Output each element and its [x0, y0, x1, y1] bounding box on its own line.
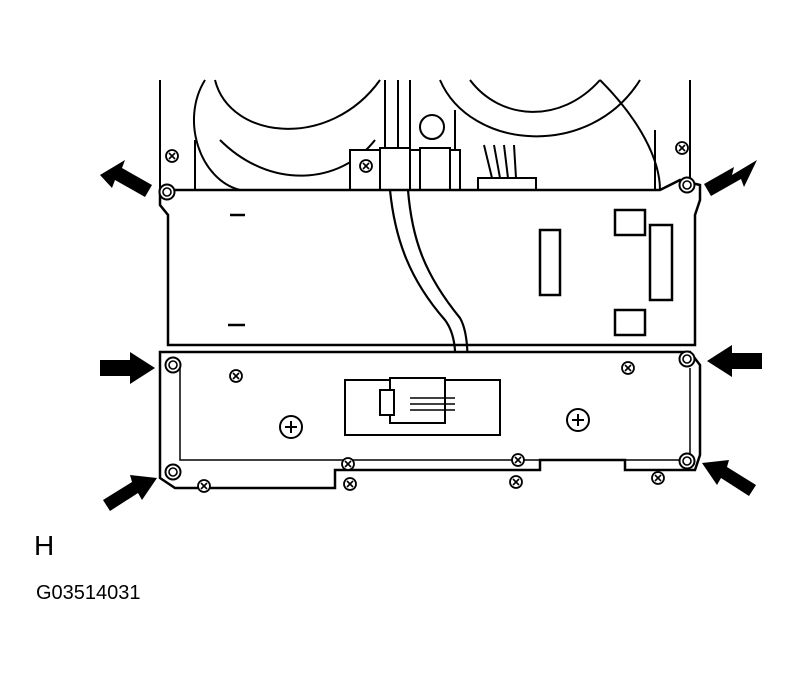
- phillips-screw-right-icon: [566, 408, 590, 432]
- arrow-upper-left-icon: [100, 160, 152, 197]
- housing-screw-right-icon: [675, 141, 689, 155]
- figure-code: G03514031: [36, 582, 141, 604]
- arrow-middle-right-icon: [707, 345, 762, 377]
- lower-panel-screw-6-icon: [343, 477, 357, 491]
- bolt-upper-left-icon: [158, 183, 176, 201]
- rear-housing: [159, 79, 691, 200]
- upper-panel: [158, 178, 702, 347]
- lower-panel-screw-1-icon: [229, 369, 243, 383]
- bolt-upper-right-icon: [678, 176, 696, 194]
- lower-panel-screw-3-icon: [341, 457, 355, 471]
- clamp-screw-icon: [359, 159, 373, 173]
- lower-panel-screw-7-icon: [509, 475, 523, 489]
- lower-panel-screw-2-icon: [621, 361, 635, 375]
- view-label: H: [34, 530, 55, 561]
- arrow-middle-left-icon: [100, 352, 155, 384]
- bolt-middle-right-icon: [678, 350, 696, 368]
- lower-panel-screw-4-icon: [511, 453, 525, 467]
- housing-screw-left-icon: [165, 149, 179, 163]
- arrow-lower-left-icon: [103, 475, 157, 511]
- lower-panel-screw-8-icon: [651, 471, 665, 485]
- arrow-lower-right-icon: [702, 460, 756, 496]
- wire-clamp: [349, 114, 461, 193]
- lower-connector: [379, 377, 455, 424]
- lower-panel-screw-5-icon: [197, 479, 211, 493]
- bolt-lower-right-icon: [678, 452, 696, 470]
- arrow-upper-right-icon: [704, 160, 757, 196]
- bolt-lower-left-icon: [164, 463, 182, 481]
- bolt-middle-left-icon: [164, 356, 182, 374]
- phillips-screw-left-icon: [279, 415, 303, 439]
- arrows: [100, 160, 762, 511]
